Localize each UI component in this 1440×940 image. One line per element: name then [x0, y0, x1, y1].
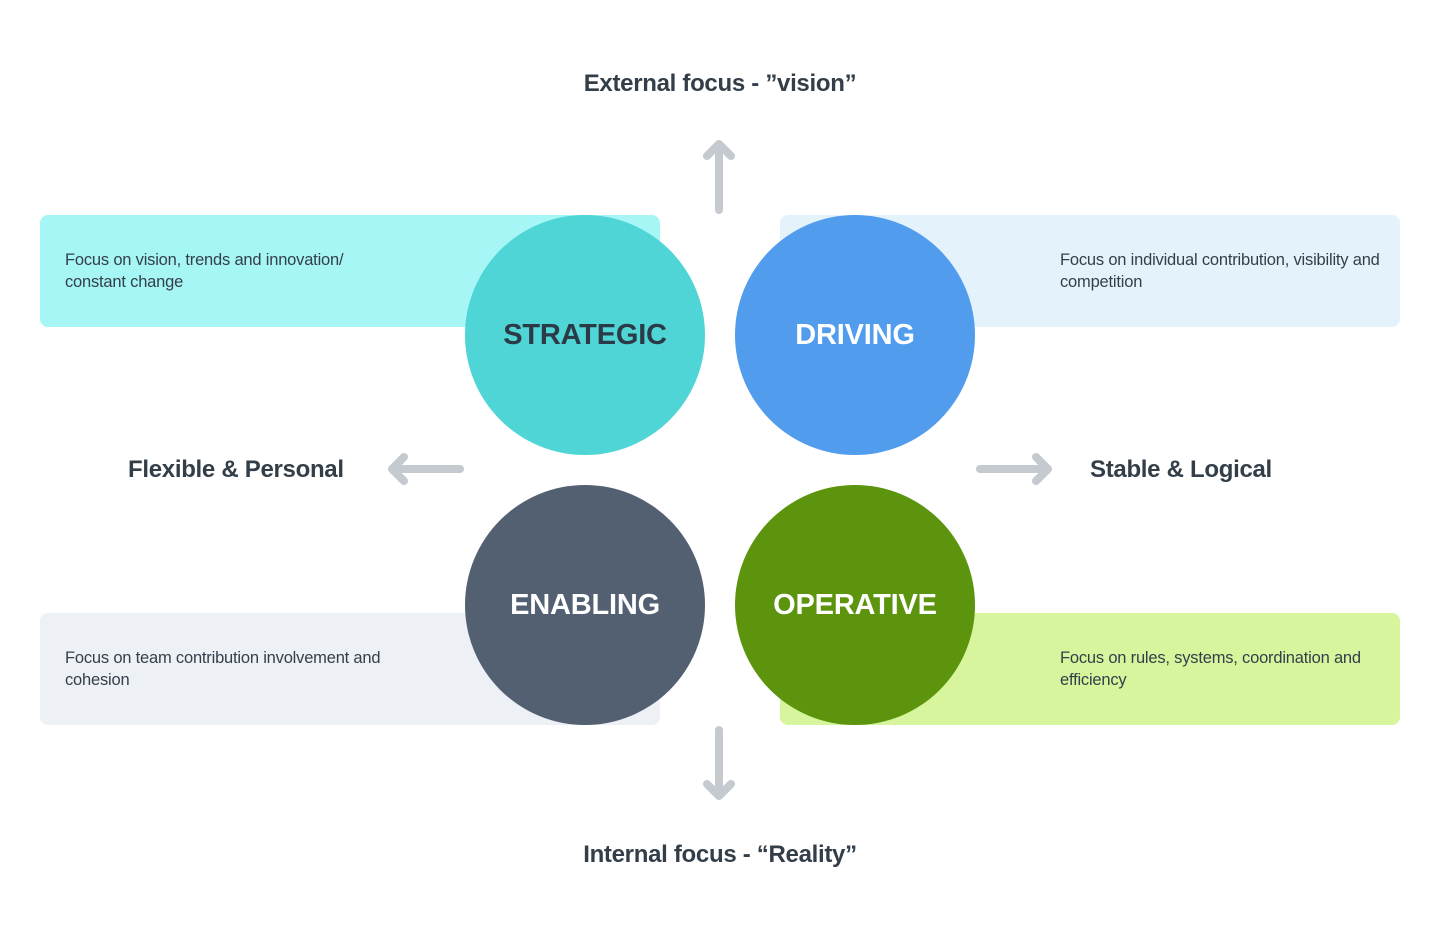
enabling-description: Focus on team contribution involvement a…	[65, 649, 381, 689]
driving-circle: DRIVING	[735, 215, 975, 455]
operative-title: OPERATIVE	[773, 588, 937, 621]
enabling-circle: ENABLING	[465, 485, 705, 725]
axis-label-flexible-personal: Flexible & Personal	[128, 456, 344, 483]
axis-label-internal-focus: Internal focus - “Reality”	[583, 841, 857, 868]
operative-circle: OPERATIVE	[735, 485, 975, 725]
arrow-right-icon	[976, 453, 1052, 485]
strategic-description: Focus on vision, trends and innovation/ …	[65, 251, 344, 291]
strategic-title: STRATEGIC	[503, 318, 667, 351]
axis-label-stable-logical: Stable & Logical	[1090, 456, 1272, 483]
strategic-circle: STRATEGIC	[465, 215, 705, 455]
enabling-title: ENABLING	[510, 588, 660, 621]
arrow-left-icon	[388, 453, 464, 485]
arrow-up-icon	[703, 140, 735, 214]
driving-title: DRIVING	[795, 318, 915, 351]
axis-label-external-focus: External focus - ”vision”	[583, 70, 857, 97]
driving-description: Focus on individual contribution, visibi…	[1060, 251, 1380, 291]
operative-description: Focus on rules, systems, coordination an…	[1060, 649, 1361, 689]
arrow-down-icon	[703, 726, 735, 800]
